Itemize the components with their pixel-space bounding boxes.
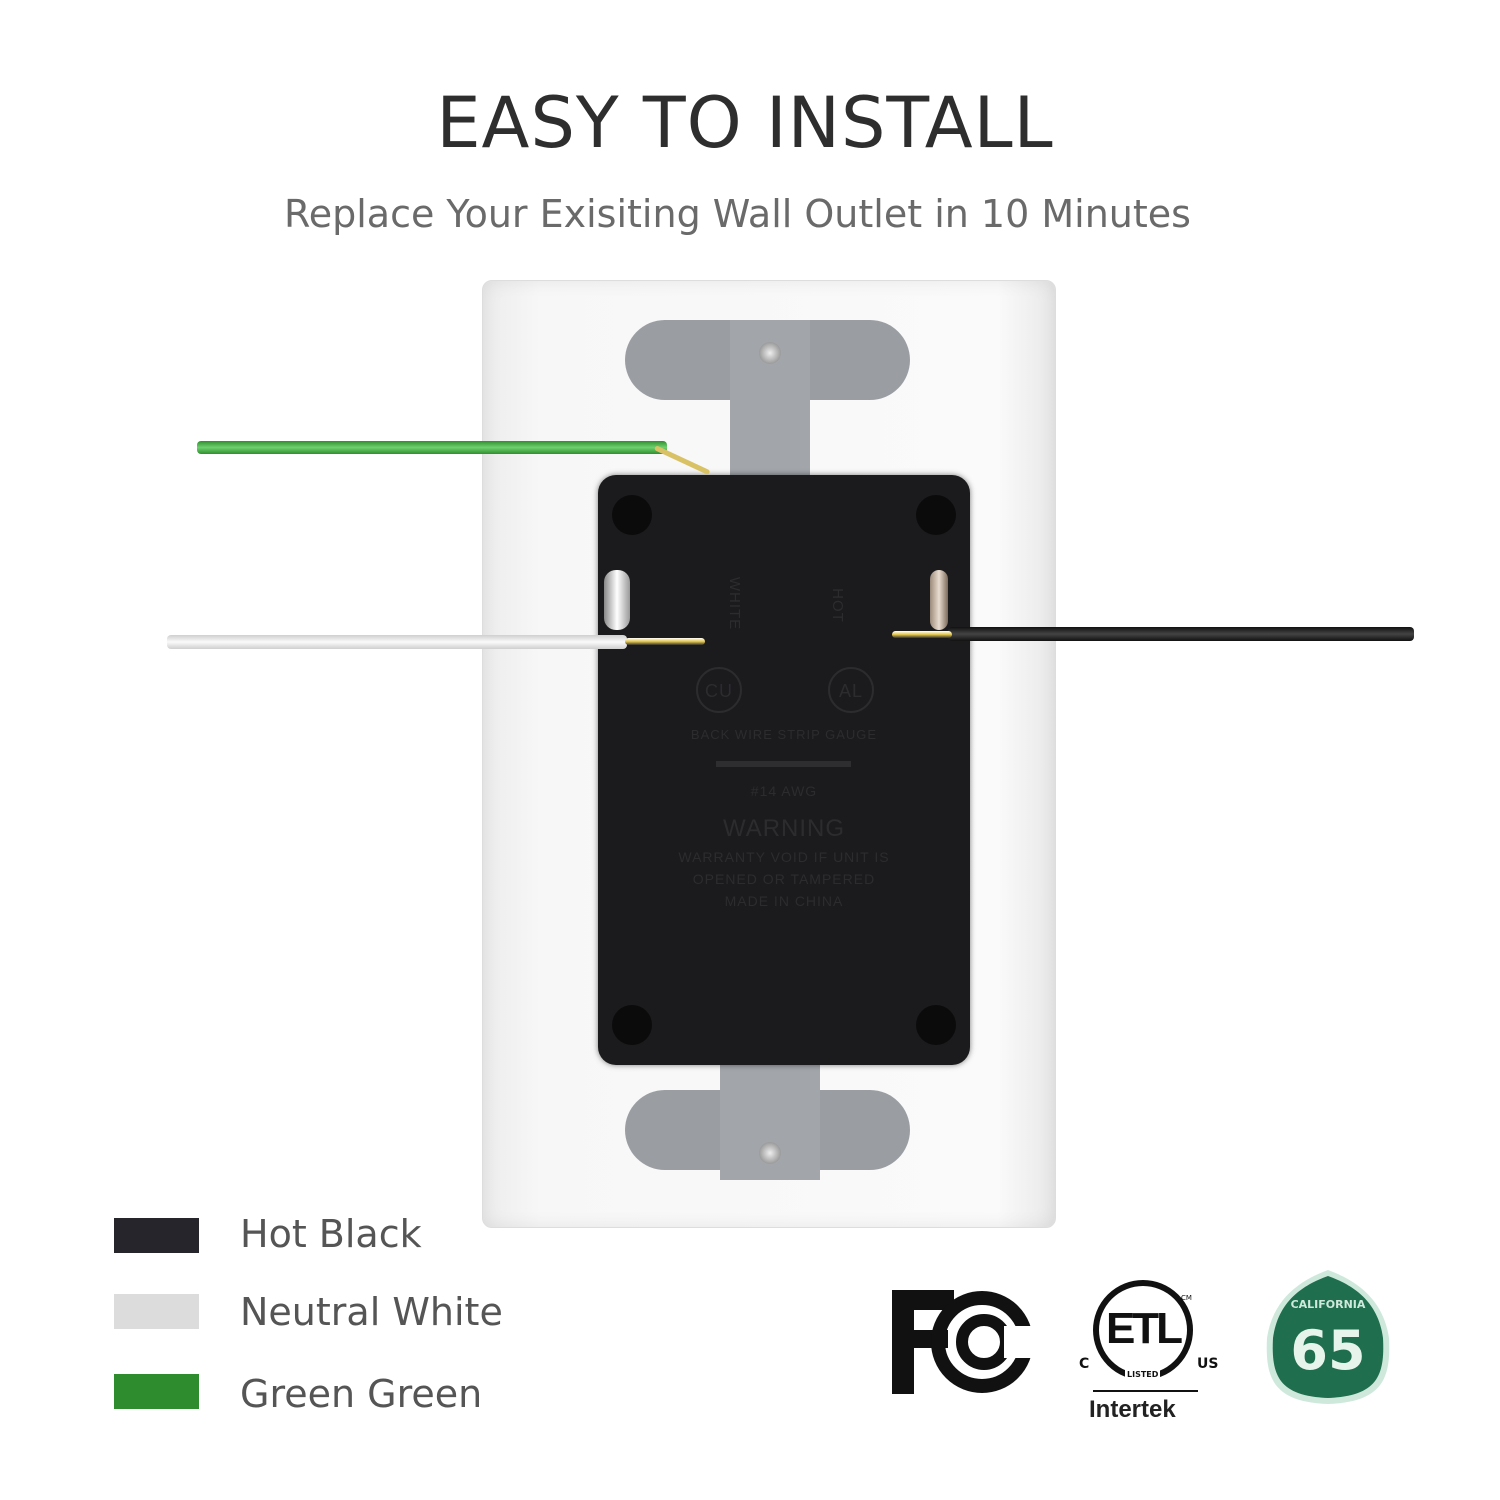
ground-wire-green [197, 441, 667, 454]
legend-swatch-hot [114, 1218, 199, 1253]
emboss-warning: WARNING [722, 815, 846, 842]
neutral-terminal-screw [604, 570, 630, 630]
california-65-logo: CALIFORNIA 65 [1265, 1268, 1391, 1406]
emboss-strip-gauge: BACK WIRE STRIP GAUGE [690, 727, 878, 742]
hot-terminal-screw [930, 570, 948, 630]
emboss-awg: #14 AWG [750, 783, 818, 799]
hot-wire-copper [892, 631, 952, 638]
emboss-warning-line-1: WARRANTY VOID IF UNIT IS [678, 849, 890, 865]
emboss-warning-line-2: OPENED OR TAMPERED [692, 871, 876, 887]
mount-hole [916, 495, 956, 535]
emboss-al: AL [828, 667, 874, 713]
etl-listed: LISTED [1125, 1370, 1161, 1380]
screw-top [759, 342, 781, 364]
etl-us: US [1197, 1356, 1219, 1372]
prop65-state: CALIFORNIA [1290, 1298, 1366, 1311]
emboss-cu: CU [696, 667, 742, 713]
outlet-back-housing: WHITE HOT CU AL BACK WIRE STRIP GAUGE #1… [598, 475, 970, 1065]
legend-label-ground: Green Green [240, 1372, 483, 1416]
hot-wire-black [948, 627, 1414, 641]
legend-swatch-ground [114, 1374, 199, 1409]
mount-hole [612, 1005, 652, 1045]
etl-brand: Intertek [1089, 1396, 1176, 1423]
legend-label-neutral: Neutral White [240, 1290, 503, 1334]
mount-hole [612, 495, 652, 535]
etl-c: C [1079, 1356, 1090, 1372]
legend-label-hot: Hot Black [240, 1212, 422, 1256]
etl-intertek-logo: ETL CM C US LISTED Intertek [1075, 1280, 1225, 1430]
etl-divider [1093, 1390, 1198, 1392]
fcc-logo [892, 1290, 1034, 1394]
emboss-white: WHITE [726, 576, 744, 631]
legend-swatch-neutral [114, 1294, 199, 1329]
neutral-wire-white [167, 635, 627, 649]
emboss-warning-line-3: MADE IN CHINA [724, 893, 844, 909]
neutral-wire-copper [625, 638, 705, 645]
emboss-hot: HOT [828, 588, 846, 623]
prop65-number: 65 [1290, 1319, 1366, 1382]
mount-hole [916, 1005, 956, 1045]
page-subtitle: Replace Your Exisiting Wall Outlet in 10… [284, 192, 1191, 236]
etl-mark: ETL [1105, 1304, 1183, 1353]
screw-bottom [759, 1142, 781, 1164]
etl-cm: CM [1181, 1294, 1192, 1302]
page-title: EASY TO INSTALL [436, 82, 1054, 164]
strip-gauge-bar [716, 761, 851, 767]
